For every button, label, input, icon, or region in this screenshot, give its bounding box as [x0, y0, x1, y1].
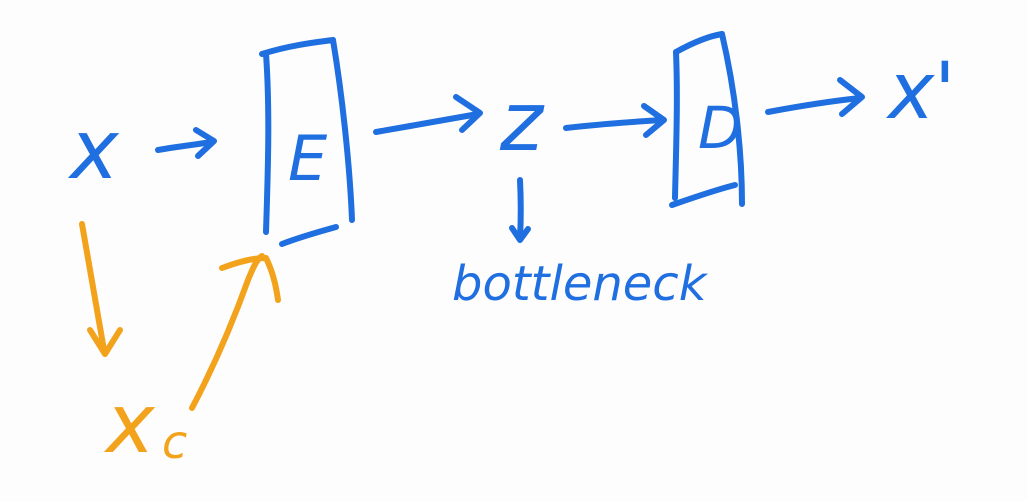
- arrow-latent-to-decoder: [563, 103, 667, 138]
- arrow-decoder-to-output: [765, 77, 865, 117]
- arrow-input-to-encoder: [155, 127, 217, 159]
- latent-z-label: z: [499, 75, 545, 170]
- encoder-box: [259, 37, 355, 247]
- input-x-label: x: [67, 103, 120, 198]
- corrupted-x-label: x: [103, 377, 156, 472]
- arrow-latent-to-bottleneck: [509, 177, 531, 243]
- bottleneck-label: bottleneck: [452, 256, 709, 312]
- arrow-input-to-corrupted: [79, 221, 123, 357]
- decoder-label: D: [698, 94, 743, 162]
- arrow-corrupted-to-encoder: [189, 253, 281, 411]
- encoder-label: E: [288, 122, 328, 195]
- arrow-encoder-to-latent: [373, 94, 483, 135]
- output-x-prime-label: x': [885, 47, 956, 137]
- decoder-box: [669, 31, 745, 208]
- corrupted-subscript-label: c: [162, 415, 187, 469]
